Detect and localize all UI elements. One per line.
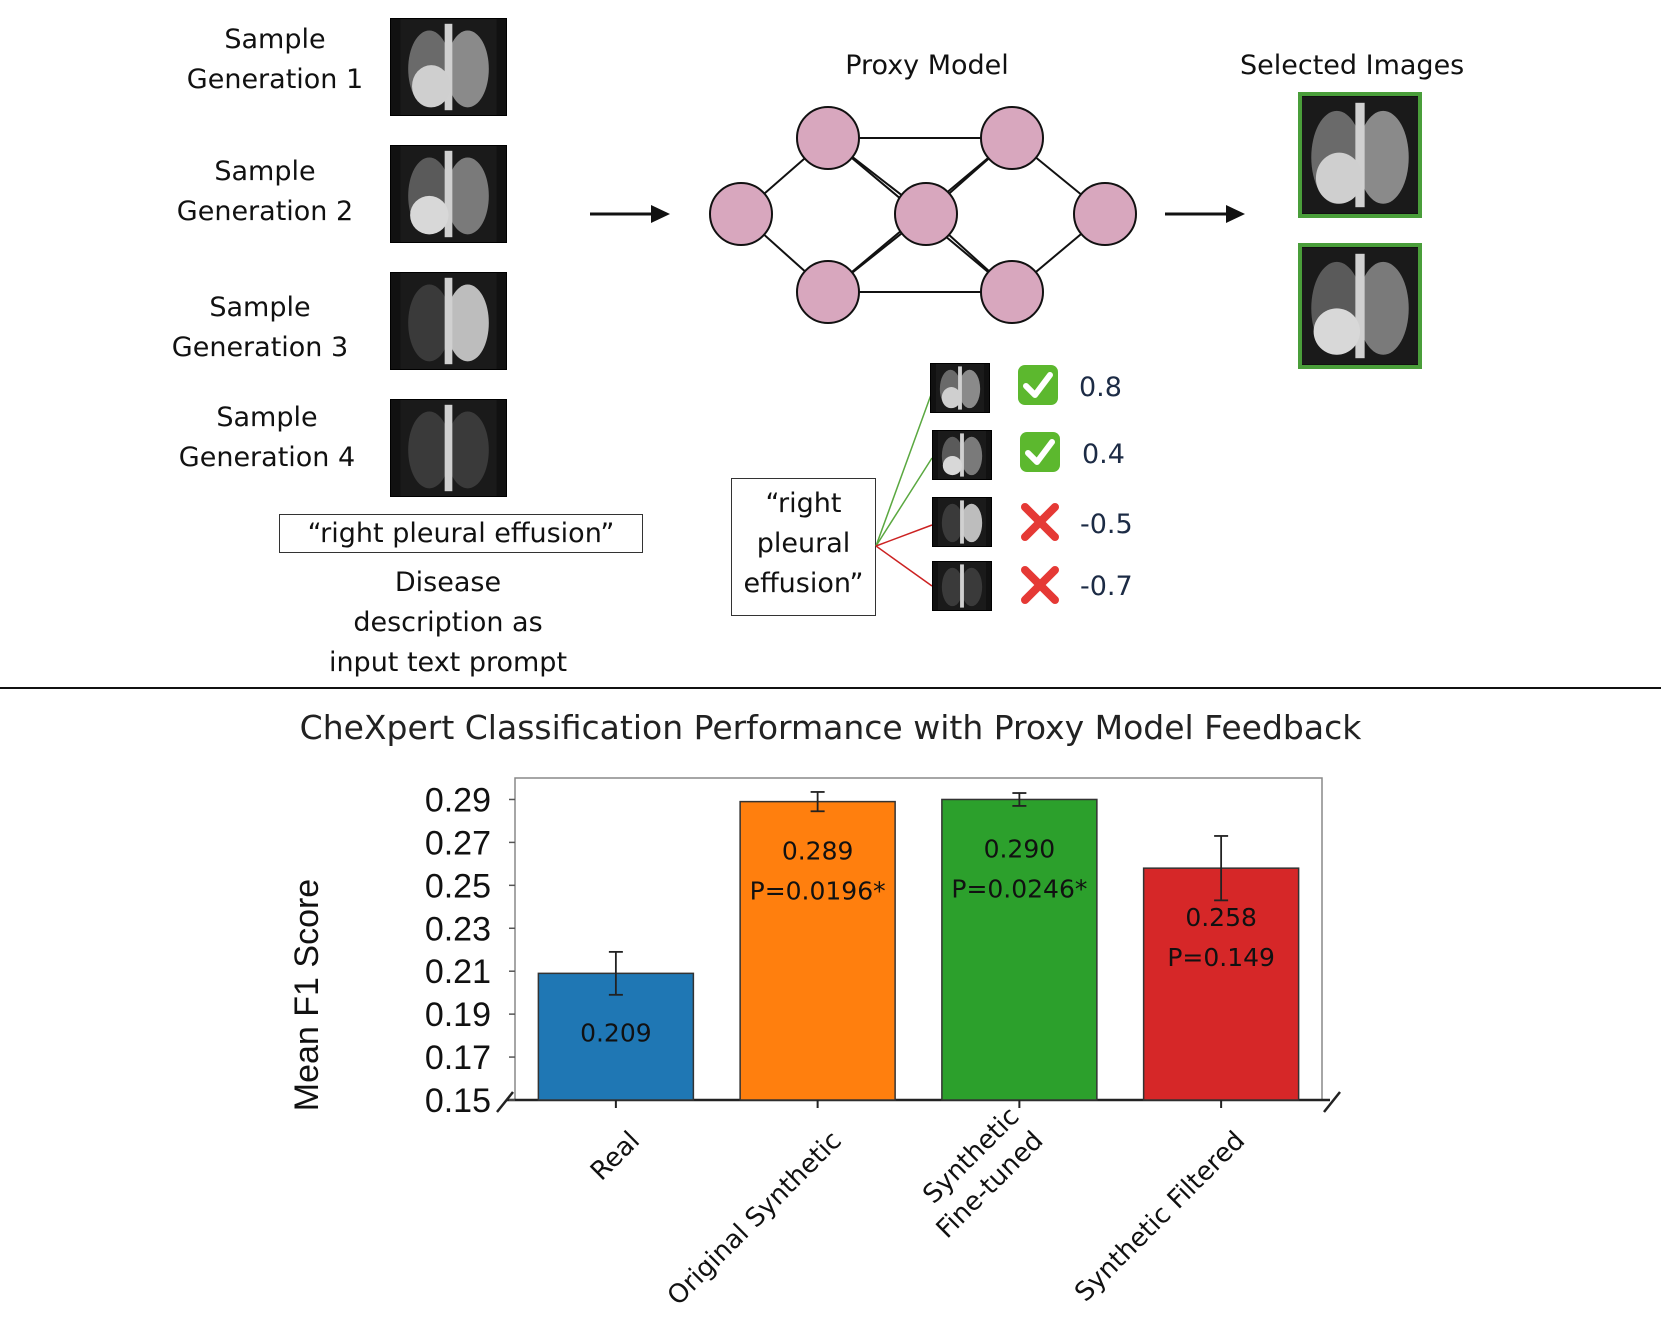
sample-label-line: Sample (216, 402, 318, 433)
check-icon (1020, 432, 1060, 472)
sample-label-line: Generation 1 (186, 64, 364, 95)
score-value: -0.7 (1080, 571, 1133, 602)
proxy-prompt-line: effusion” (743, 568, 864, 599)
prompt-text: “right pleural effusion” (307, 518, 615, 549)
score-xray-4 (932, 561, 992, 611)
sample-label-line: Sample (209, 292, 311, 323)
y-tick-label: 0.23 (425, 910, 491, 948)
sample-label-2: Sample Generation 2 (150, 152, 380, 232)
arrow-right-icon (590, 205, 670, 223)
check-icon (1018, 365, 1058, 405)
score-value: -0.5 (1080, 509, 1133, 540)
x-tick-label-line: Synthetic Filtered (1069, 1126, 1251, 1308)
score-links (875, 391, 933, 587)
x-tick-label: Original Synthetic (662, 1126, 848, 1312)
sample-xray-2 (390, 145, 507, 243)
x-tick-label-line: Real (585, 1126, 646, 1187)
y-tick-label: 0.29 (425, 781, 491, 819)
prompt-box: “right pleural effusion” (279, 514, 643, 553)
bar (1142, 867, 1300, 1101)
sample-label-1: Sample Generation 1 (160, 20, 390, 100)
proxy-prompt-line: “right (765, 488, 842, 519)
network-node (980, 106, 1044, 170)
axis-break-mark (496, 1091, 514, 1113)
network-node (796, 260, 860, 324)
caption-line: Disease (394, 567, 502, 598)
y-tick-label: 0.17 (425, 1039, 491, 1077)
score-xray-3 (932, 497, 992, 547)
proxy-prompt-line: pleural (756, 528, 851, 559)
caption-line: description as (353, 607, 543, 638)
x-tick-label: Real (585, 1126, 646, 1187)
sample-label-line: Sample (214, 156, 316, 187)
y-tick-label: 0.27 (425, 824, 491, 862)
score-xray-1 (930, 363, 990, 413)
y-tick-label: 0.25 (425, 867, 491, 905)
bar-p-label: P=0.149 (1167, 943, 1275, 972)
bar-value-label: 0.289 (782, 837, 854, 866)
sample-label-line: Sample (224, 24, 326, 55)
arrow-right-icon (1165, 205, 1245, 223)
network-node (980, 260, 1044, 324)
network-node (796, 106, 860, 170)
network-node (1073, 182, 1137, 246)
bar (739, 800, 896, 1101)
sample-label-line: Generation 2 (176, 196, 354, 227)
bar-value-label: 0.290 (984, 834, 1056, 863)
selected-images-title: Selected Images (1240, 50, 1465, 81)
bar (941, 798, 1098, 1101)
score-value: 0.8 (1079, 372, 1122, 403)
cross-icon (1021, 566, 1059, 604)
y-tick-label: 0.19 (425, 996, 491, 1034)
network-node (894, 182, 958, 246)
caption-line: input text prompt (328, 647, 568, 678)
y-tick-label: 0.15 (425, 1082, 491, 1120)
sample-label-4: Sample Generation 4 (152, 398, 382, 478)
sample-label-line: Generation 3 (171, 332, 349, 363)
proxy-model-title: Proxy Model (845, 50, 1009, 81)
sample-xray-3 (390, 272, 507, 370)
network-node (709, 182, 773, 246)
bar-value-label: 0.209 (580, 1018, 652, 1047)
sample-xray-1 (390, 18, 507, 116)
proxy-prompt-box: “right pleural effusion” (731, 478, 876, 616)
selected-image-1 (1298, 92, 1422, 218)
bar-p-label: P=0.0196* (750, 877, 886, 906)
sample-xray-4 (390, 399, 507, 497)
selected-image-2 (1298, 243, 1422, 369)
section-divider (0, 687, 1661, 689)
axis-break-mark (1323, 1091, 1341, 1113)
sample-label-line: Generation 4 (178, 442, 356, 473)
bar-value-label: 0.258 (1185, 903, 1257, 932)
score-xray-2 (932, 430, 992, 480)
y-axis-label: Mean F1 Score (288, 879, 326, 1111)
prompt-caption: Disease description as input text prompt (298, 563, 598, 683)
x-tick-label-line: Original Synthetic (662, 1126, 848, 1312)
bar-chart: Mean F1 Score 0.29 0.27 0.25 0.23 0.21 0.19 0.… (288, 777, 1341, 1312)
y-tick-label: 0.21 (425, 953, 491, 991)
x-tick-label: Synthetic Filtered (1069, 1126, 1251, 1308)
proxy-network-diagram (709, 106, 1137, 324)
chart-title: CheXpert Classification Performance with… (299, 708, 1362, 747)
bar-p-label: P=0.0246* (951, 874, 1087, 903)
sample-label-3: Sample Generation 3 (145, 288, 375, 368)
cross-icon (1021, 503, 1059, 541)
score-value: 0.4 (1082, 439, 1125, 470)
